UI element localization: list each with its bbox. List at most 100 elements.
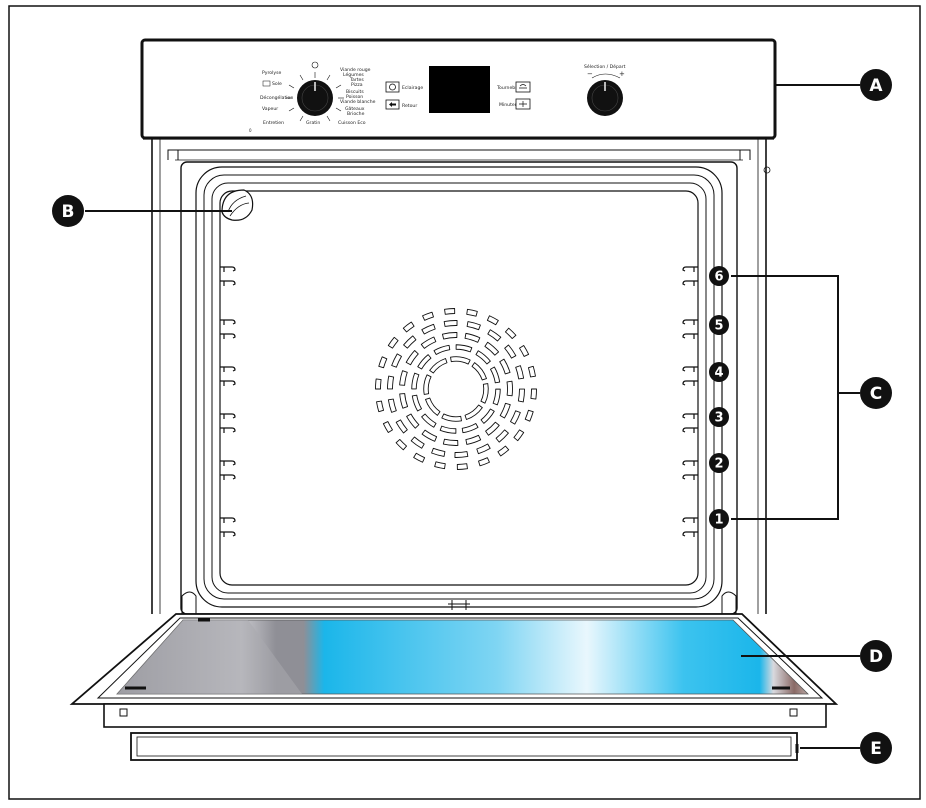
shelf-level-number: 2	[714, 457, 723, 472]
fan-slot	[485, 342, 499, 355]
fan-slot	[516, 366, 524, 379]
fan-slot	[493, 389, 500, 405]
fan-slot	[396, 420, 407, 433]
fan-slot	[412, 395, 421, 411]
rail-hook-left	[220, 320, 235, 325]
fan-slot	[514, 430, 524, 441]
shelf-level-3: 3	[709, 407, 729, 427]
fan-slot	[457, 464, 467, 470]
dial-label-right-2: Gâteaux	[345, 105, 365, 112]
callout-c: C	[860, 377, 892, 409]
shelf-level-number: 1	[714, 513, 723, 528]
function-selector-knob[interactable]	[297, 80, 333, 116]
fan-slot	[443, 439, 458, 445]
dial-label-bottom-right: Cuisson Eco	[338, 120, 366, 126]
rail-hook-right	[683, 320, 698, 325]
fan-slot	[404, 336, 416, 348]
fan-slot	[486, 422, 500, 435]
fan-slot	[430, 358, 447, 372]
fan-slot	[421, 337, 436, 348]
fan-slot	[466, 435, 481, 444]
shelf-level-6: 6	[709, 266, 729, 286]
fan-slot	[465, 333, 480, 342]
fan-slot	[445, 309, 455, 315]
fan-slot	[525, 410, 533, 421]
fan-slot	[383, 422, 392, 433]
fan-slot	[396, 439, 406, 449]
fan-slot	[476, 351, 490, 364]
fan-slot	[379, 357, 387, 368]
fan-slot	[418, 355, 431, 369]
select-start-title: Sélection / Départ	[584, 63, 626, 70]
rail-hook-right	[683, 532, 698, 537]
fan-slot	[505, 328, 515, 338]
dial-label-right-1c: Viande blanche	[340, 99, 376, 105]
rail-hook-left	[220, 532, 235, 537]
fan-slot	[490, 367, 499, 383]
rail-hook-right	[683, 475, 698, 480]
fan-slot	[400, 394, 408, 409]
callout-b: B	[52, 195, 84, 227]
fan-slot	[479, 458, 490, 466]
oven-plinth	[131, 733, 797, 760]
fan-slot	[528, 366, 535, 377]
shelf-level-markers: 6 5 4 3 2 1	[709, 266, 729, 529]
fan-slot	[442, 414, 462, 421]
fan-slot	[414, 453, 425, 462]
fan-slot	[465, 405, 482, 419]
select-start-knob[interactable]	[587, 80, 623, 116]
oven-lamp	[222, 190, 253, 220]
fan-slot	[518, 389, 524, 402]
shelf-level-5: 5	[709, 315, 729, 335]
fan-slot	[505, 345, 516, 358]
fan-slot	[400, 371, 408, 386]
display-screen	[429, 66, 490, 113]
fan-slot	[472, 363, 486, 380]
rail-hook-left	[220, 518, 235, 523]
dial-label-steam: Vapeur	[262, 106, 278, 112]
fan-slot	[422, 414, 436, 427]
fan-slot	[507, 381, 512, 396]
fan-slot	[403, 322, 414, 332]
fan-slot	[422, 324, 435, 334]
fan-slot	[435, 462, 446, 469]
fan-slot	[434, 345, 450, 354]
dial-label-fan: Pyrolyse	[262, 70, 281, 76]
fan-slot	[467, 309, 478, 316]
fan-slot	[481, 384, 488, 404]
callout-e-label: E	[870, 739, 882, 759]
callout-a-label: A	[869, 76, 883, 96]
rail-hook-right	[683, 414, 698, 419]
fan-slot	[411, 437, 424, 448]
callout-c-label: C	[870, 384, 882, 404]
fan-slot	[496, 430, 508, 442]
fan-slot	[488, 330, 501, 341]
fan-slot	[388, 337, 398, 348]
shelf-level-number: 4	[714, 366, 723, 381]
fan-slot	[392, 354, 402, 367]
dial-label-top-right-2b: Pizza	[351, 82, 363, 88]
rail-hook-left	[220, 475, 235, 480]
dial-label-defrost: Décongélation	[260, 94, 293, 101]
fan-slot	[422, 430, 437, 441]
dial-label-reheat: Entretien	[263, 120, 284, 126]
fan-slot	[510, 411, 520, 424]
fan-slot	[451, 357, 471, 364]
rail-hook-right	[683, 381, 698, 386]
fan-slot	[388, 376, 394, 389]
fan-slot	[376, 379, 382, 389]
fan-slot	[520, 345, 529, 356]
rail-hook-right	[683, 518, 698, 523]
rail-hook-left	[220, 281, 235, 286]
fan-slot	[455, 452, 468, 458]
rail-hook-left	[220, 414, 235, 419]
shelf-level-number: 5	[714, 319, 723, 334]
dial-label-right-2b: Brioche	[347, 111, 365, 117]
rail-hook-right	[683, 281, 698, 286]
fan-slot	[440, 426, 456, 433]
fan-slot	[456, 345, 472, 352]
fan-slot	[425, 398, 439, 415]
rail-hook-left	[220, 461, 235, 466]
select-plus-label: +	[619, 70, 625, 78]
